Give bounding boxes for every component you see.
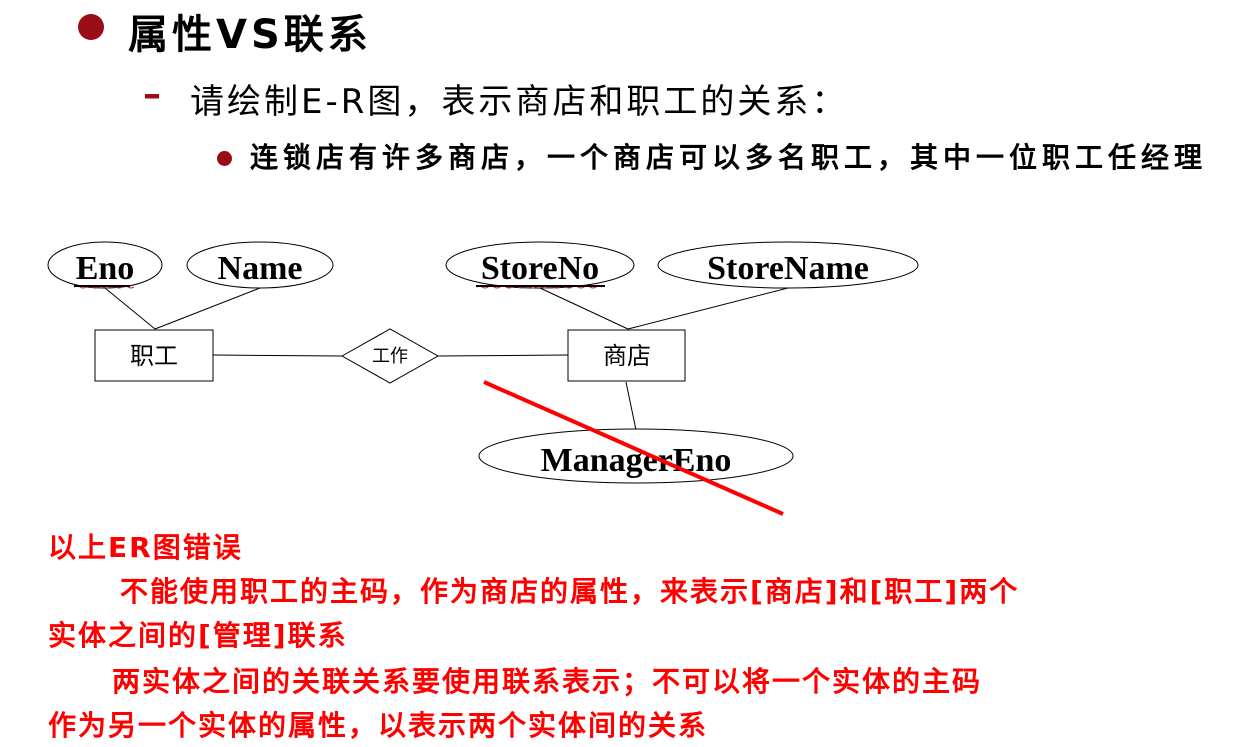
attribute-storeno-label: StoreNo <box>481 250 599 287</box>
entity-store-label: 商店 <box>603 342 651 370</box>
level1-bullet <box>78 14 104 40</box>
edge-storename-store <box>627 287 789 330</box>
bullet-text: 连锁店有许多商店，一个商店可以多名职工，其中一位职工任经理 <box>250 141 1208 174</box>
note-line-4: 作为另一个实体的属性，以表示两个实体间的关系 <box>48 709 709 742</box>
attribute-name-label: Name <box>218 250 303 287</box>
note-line-3: 两实体之间的关联关系要使用联系表示；不可以将一个实体的主码 <box>112 665 983 698</box>
attribute-storename-label: StoreName <box>707 250 869 287</box>
attribute-name <box>186 241 334 289</box>
edge-relationship-store <box>437 354 569 357</box>
edge-employee-relationship <box>212 354 343 357</box>
relationship-diamond <box>340 328 440 384</box>
attribute-storeno <box>445 241 635 289</box>
attribute-eno-label: Eno <box>76 250 135 287</box>
level3-bullet <box>217 151 232 166</box>
attribute-managereno <box>478 428 794 484</box>
note-line-1: 不能使用职工的主码，作为商店的属性，来表示[商店]和[职工]两个 <box>120 575 1020 608</box>
slide-heading: 属性VS联系 <box>128 12 372 58</box>
cross-out-line <box>483 380 784 516</box>
level2-dash: – <box>143 74 161 115</box>
relationship-label: 工作 <box>372 346 408 367</box>
note-line-2: 实体之间的[管理]联系 <box>48 619 348 652</box>
entity-employee-label: 职工 <box>130 342 178 370</box>
entity-store-box <box>567 329 686 382</box>
error-title: 以上ER图错误 <box>48 531 243 564</box>
edge-store-managereno <box>625 381 637 431</box>
edge-name-employee <box>154 287 261 330</box>
slide-subheading: 请绘制E-R图，表示商店和职工的关系： <box>190 82 849 122</box>
attribute-storename <box>657 241 919 289</box>
entity-employee-box <box>94 329 214 382</box>
edge-eno-employee <box>104 287 156 330</box>
edge-storeno-store <box>539 287 629 330</box>
er-diagram: Eno Name StoreNo StoreName ManagerEno 职工… <box>47 241 919 516</box>
